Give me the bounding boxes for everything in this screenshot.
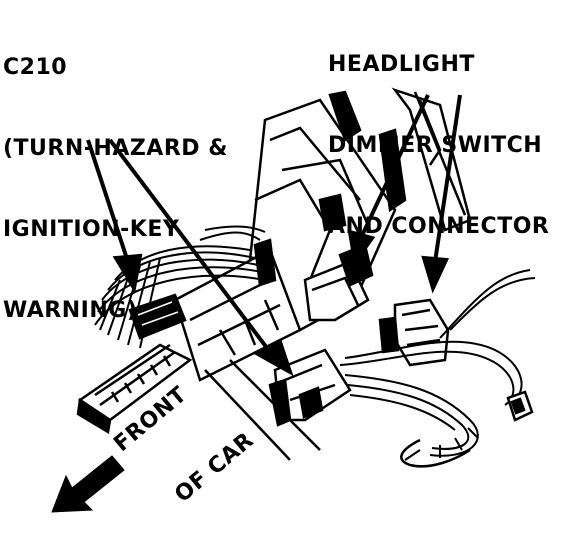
steering-column <box>173 87 472 461</box>
plug-terminal <box>506 390 534 422</box>
headlight-label-line-2: DIMMER SWITCH <box>328 133 543 158</box>
lower-connector <box>268 348 352 427</box>
c210-label-line-4: WARNING) <box>3 298 138 323</box>
c210-label-line-2: (TURN-HAZARD & <box>3 136 228 161</box>
headlight-pointer-arrows <box>347 94 462 294</box>
c210-label-line-1: C210 <box>3 55 68 80</box>
c210-connector <box>76 293 193 435</box>
c210-pointer-arrows <box>86 138 294 377</box>
front-label-line-1: FRONT <box>109 382 192 457</box>
front-of-car-arrow <box>51 455 125 513</box>
c210-label-line-3: IGNITION-KEY <box>3 217 180 242</box>
headlight-dimmer-connector <box>303 243 450 367</box>
c210-label: C210 (TURN-HAZARD & IGNITION-KEY WARNING… <box>3 0 228 378</box>
headlight-dimmer-label: HEADLIGHT DIMMER SWITCH AND CONNECTOR <box>328 0 549 294</box>
wire-harness-right <box>339 269 536 468</box>
headlight-label-line-1: HEADLIGHT <box>328 52 475 77</box>
headlight-label-line-3: AND CONNECTOR <box>328 214 550 239</box>
front-label-line-2: OF CAR <box>170 427 259 508</box>
